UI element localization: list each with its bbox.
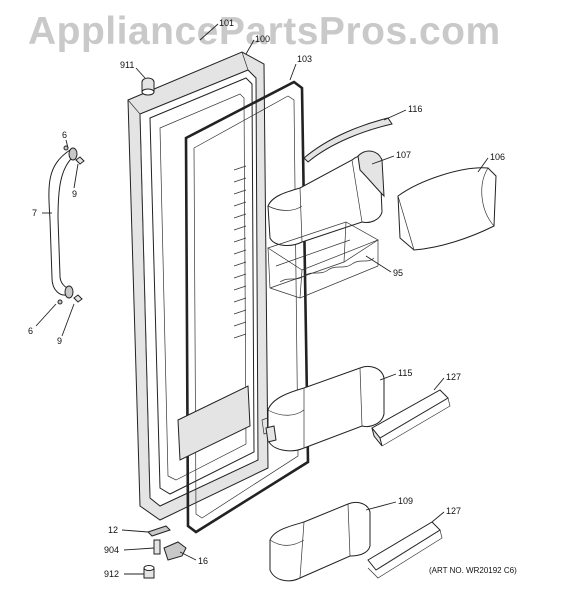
callout-6-bottom: 6 <box>28 326 33 336</box>
callout-9-top: 9 <box>72 189 77 199</box>
bin-115 <box>265 365 385 452</box>
watermark: AppliancePartsPros.com <box>28 10 501 53</box>
callout-911: 911 <box>120 60 134 70</box>
callout-115: 115 <box>398 368 412 378</box>
callout-labels: 101 100 103 911 116 107 106 6 9 7 95 115… <box>28 18 517 579</box>
callout-103: 103 <box>297 54 312 64</box>
hinge-parts <box>143 525 187 579</box>
cover-127-bottom <box>367 521 443 579</box>
callout-6-top: 6 <box>62 130 67 140</box>
callout-12: 12 <box>108 525 118 535</box>
callout-912: 912 <box>104 569 119 579</box>
callout-101: 101 <box>219 18 234 28</box>
callout-7: 7 <box>32 208 37 218</box>
callout-127-mid: 127 <box>446 372 461 382</box>
callout-95: 95 <box>393 268 403 278</box>
rack-95 <box>267 221 379 299</box>
cap-911 <box>141 77 155 96</box>
door-handle <box>48 145 85 305</box>
callout-116: 116 <box>408 104 422 114</box>
callout-100: 100 <box>255 34 270 44</box>
callout-109: 109 <box>398 496 413 506</box>
callout-106: 106 <box>490 152 505 162</box>
callout-9-bottom: 9 <box>57 336 62 346</box>
cover-127-mid <box>371 389 451 447</box>
liner-shelf-ridges <box>177 165 273 461</box>
door-liner <box>149 77 255 495</box>
trim-116 <box>303 117 393 163</box>
cover-106 <box>397 167 497 251</box>
callout-127-bottom: 127 <box>446 506 461 516</box>
bin-109 <box>269 501 371 582</box>
callout-904: 904 <box>104 545 119 555</box>
art-number: (ART NO. WR20192 C6) <box>429 566 517 575</box>
callout-107: 107 <box>396 150 411 160</box>
leader-lines <box>35 23 489 575</box>
door-gasket <box>184 80 310 534</box>
bin-107 <box>267 150 385 246</box>
callout-16: 16 <box>198 556 208 566</box>
